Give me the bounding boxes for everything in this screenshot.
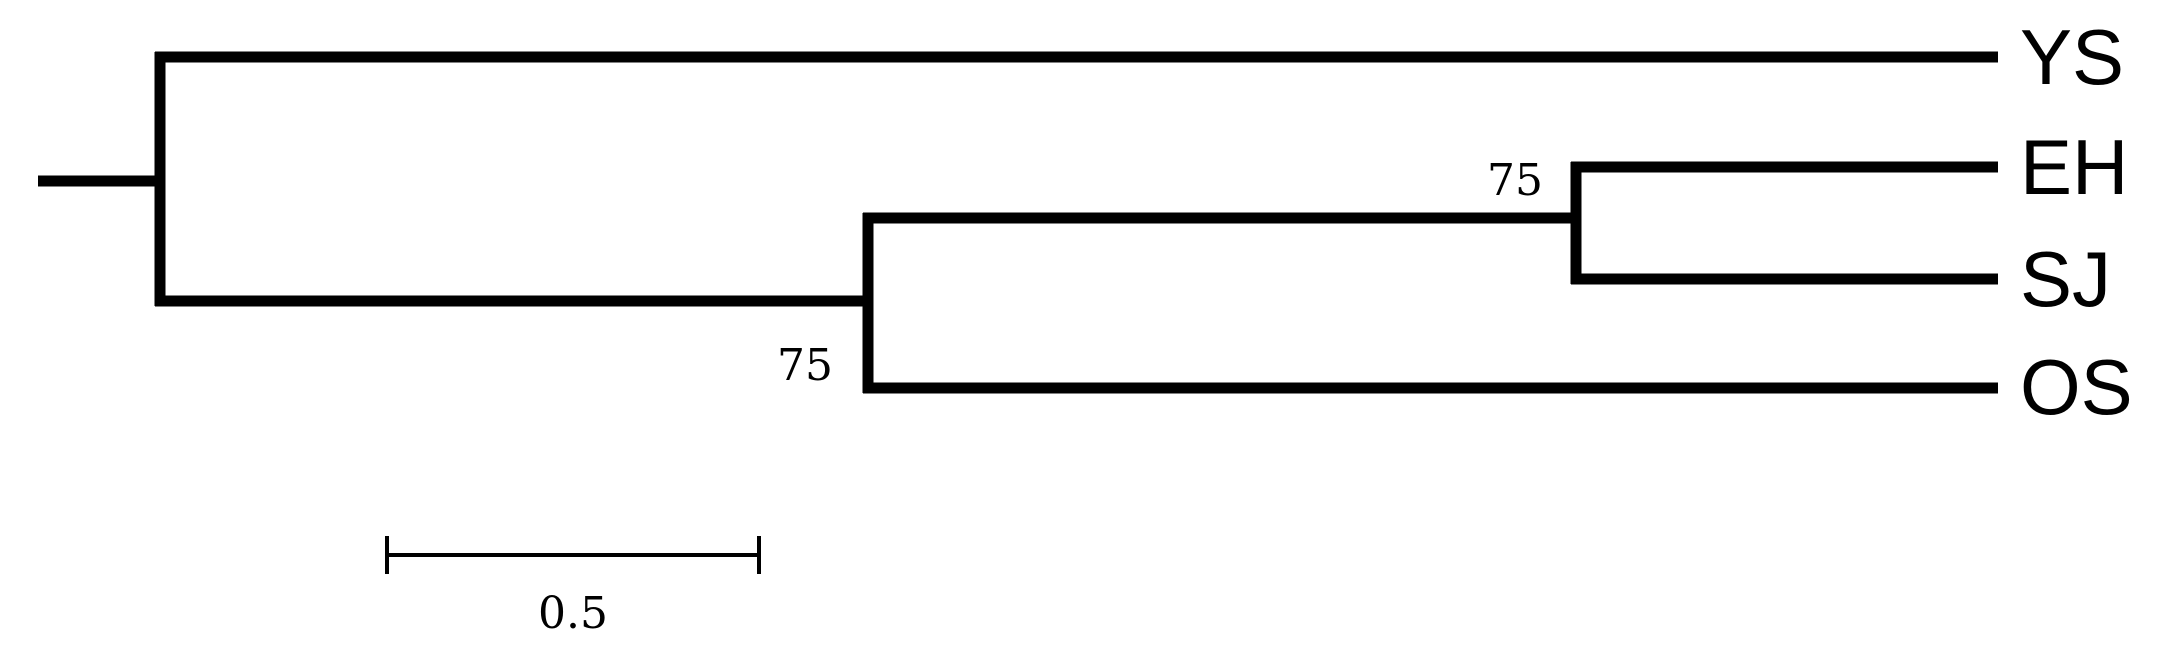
tip-label-ys: YS (2020, 13, 2124, 101)
support-value-eh-sj: 75 (1487, 155, 1543, 206)
scale-bar: 0.5 (385, 536, 761, 639)
support-value-eh-sj-os: 75 (777, 340, 833, 391)
tip-label-eh: EH (2020, 123, 2128, 211)
tip-label-os: OS (2020, 343, 2133, 431)
tip-label-sj: SJ (2020, 235, 2111, 323)
scale-bar-label: 0.5 (538, 588, 608, 639)
